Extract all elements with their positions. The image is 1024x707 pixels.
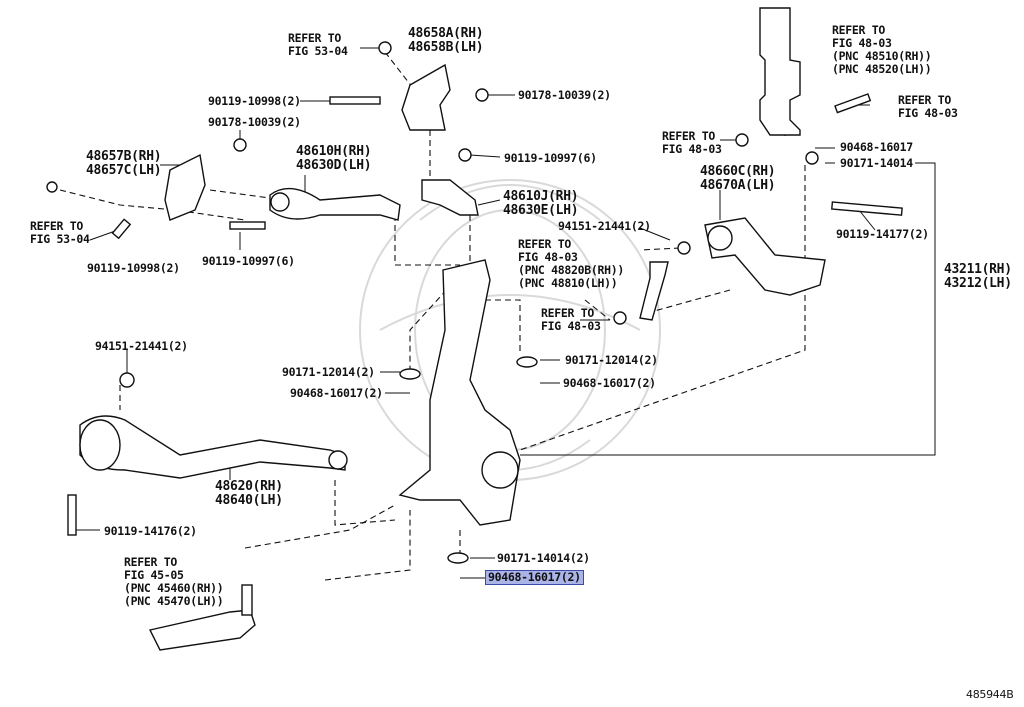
part-number-48620[interactable]: 48620(RH) 48640(LH) xyxy=(215,479,283,508)
part-number-90171-14014-bottom[interactable]: 90171-14014(2) xyxy=(497,551,590,565)
refer-fig-48-03-mid[interactable]: REFER TO FIG 48-03 xyxy=(541,306,601,333)
part-number-48657[interactable]: 48657B(RH) 48657C(LH) xyxy=(86,149,162,178)
lower-arm-48620 xyxy=(79,415,348,479)
upper-arm-48610J xyxy=(421,179,479,216)
part-number-94151-21441-right[interactable]: 94151-21441(2) xyxy=(558,219,651,233)
part-number-48610H[interactable]: 48610H(RH) 48630D(LH) xyxy=(296,144,372,173)
bracket-48657 xyxy=(164,153,206,221)
part-number-90468-16017-right[interactable]: 90468-16017 xyxy=(840,140,913,154)
tie-rod-end xyxy=(148,584,256,651)
part-number-90119-10997-left[interactable]: 90119-10997(6) xyxy=(202,254,295,268)
part-number-90119-10998-bottom[interactable]: 90119-10998(2) xyxy=(87,261,180,275)
part-number-48660[interactable]: 48660C(RH) 48670A(LH) xyxy=(700,164,776,193)
refer-fig-48-03-bolt[interactable]: REFER TO FIG 48-03 xyxy=(898,93,958,120)
upper-arm-48610H xyxy=(269,187,401,221)
part-number-48658[interactable]: 48658A(RH) 48658B(LH) xyxy=(408,26,484,55)
nuts xyxy=(46,41,819,564)
upper-bracket-48658 xyxy=(401,63,451,131)
part-number-90171-12014-right[interactable]: 90171-12014(2) xyxy=(565,353,658,367)
part-number-90171-14014-right[interactable]: 90171-14014 xyxy=(840,156,913,170)
part-number-90119-10998-top[interactable]: 90119-10998(2) xyxy=(208,94,301,108)
stabilizer-link xyxy=(639,261,669,321)
part-number-94151-21441-left[interactable]: 94151-21441(2) xyxy=(95,339,188,353)
part-number-90119-10997-right[interactable]: 90119-10997(6) xyxy=(504,151,597,165)
refer-fig-45-05[interactable]: REFER TO FIG 45-05 (PNC 45460(RH)) (PNC … xyxy=(124,555,224,608)
bolts xyxy=(67,93,903,536)
refer-fig-53-04-left[interactable]: REFER TO FIG 53-04 xyxy=(30,219,90,246)
refer-fig-48-03-link[interactable]: REFER TO FIG 48-03 (PNC 48820B(RH)) (PNC… xyxy=(518,237,624,290)
steering-knuckle xyxy=(398,259,521,526)
part-number-90171-12014-left[interactable]: 90171-12014(2) xyxy=(282,365,375,379)
lower-arm-48660 xyxy=(704,217,826,296)
part-number-90178-10039-left[interactable]: 90178-10039(2) xyxy=(208,115,301,129)
part-number-43211[interactable]: 43211(RH) 43212(LH) xyxy=(944,262,1012,291)
part-number-48610J[interactable]: 48610J(RH) 48630E(LH) xyxy=(503,189,579,218)
figure-code: 485944B xyxy=(966,688,1014,701)
part-number-90119-14176[interactable]: 90119-14176(2) xyxy=(104,524,197,538)
part-number-90468-16017-highlighted[interactable]: 90468-16017(2) xyxy=(485,570,584,585)
part-number-90468-16017-left[interactable]: 90468-16017(2) xyxy=(290,386,383,400)
part-number-90468-16017-mid[interactable]: 90468-16017(2) xyxy=(563,376,656,390)
shock-absorber xyxy=(759,7,801,136)
refer-fig-53-04-top[interactable]: REFER TO FIG 53-04 xyxy=(288,31,348,58)
refer-fig-48-03-nut[interactable]: REFER TO FIG 48-03 xyxy=(662,129,722,156)
part-number-90178-10039-right[interactable]: 90178-10039(2) xyxy=(518,88,611,102)
refer-fig-48-03-top[interactable]: REFER TO FIG 48-03 (PNC 48510(RH)) (PNC … xyxy=(832,23,932,76)
part-number-90119-14177[interactable]: 90119-14177(2) xyxy=(836,227,929,241)
